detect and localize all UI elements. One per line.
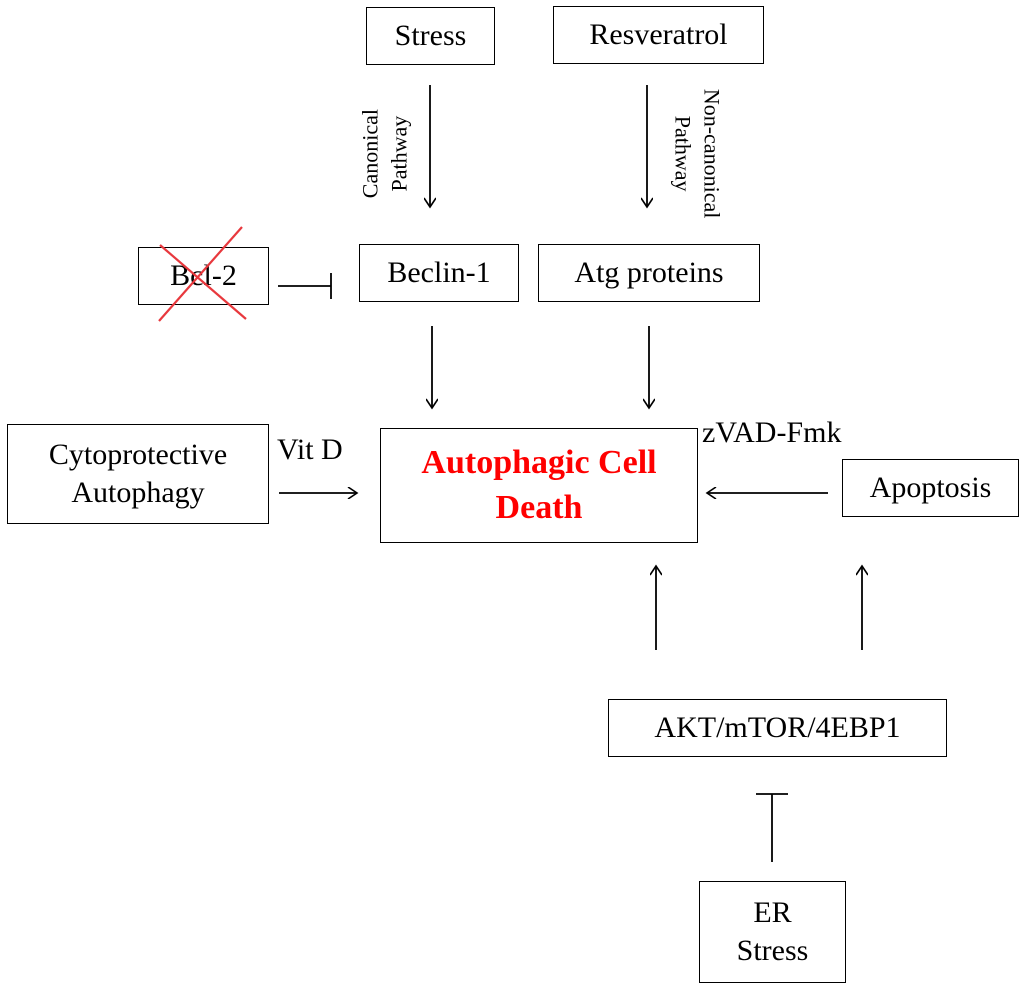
cytoprotective-label-line1: Cytoprotective	[48, 437, 228, 471]
cytoprotective-autophagy-node: Cytoprotective Autophagy	[7, 424, 269, 524]
vit-d-label: Vit D	[277, 433, 343, 466]
akt-mtor-node: AKT/mTOR/4EBP1	[608, 699, 947, 757]
beclin1-label: Beclin-1	[387, 255, 491, 289]
resveratrol-label: Resveratrol	[589, 17, 728, 51]
atg-proteins-label: Atg proteins	[574, 255, 724, 289]
akt-mtor-label: AKT/mTOR/4EBP1	[654, 710, 901, 744]
atg-proteins-node: Atg proteins	[538, 244, 760, 302]
cytoprotective-label-line2: Autophagy	[71, 476, 205, 509]
bcl2-node: Bcl-2	[138, 247, 269, 305]
autophagic-label-line1: Autophagic Cell	[421, 444, 657, 482]
autophagic-label-line2: Death	[495, 488, 583, 526]
er-stress-label-line1: ER	[753, 895, 792, 929]
cross-line-1	[159, 244, 247, 320]
apoptosis-node: Apoptosis	[842, 459, 1019, 517]
beclin1-node: Beclin-1	[359, 244, 519, 302]
autophagic-cell-death-node: Autophagic Cell Death	[380, 428, 698, 543]
er-stress-node: ER Stress	[699, 881, 846, 983]
zvad-fmk-label: zVAD-Fmk	[702, 416, 842, 449]
cross-line-2	[158, 226, 243, 322]
stress-label: Stress	[394, 18, 467, 52]
er-stress-label-line2: Stress	[736, 934, 809, 967]
apoptosis-label: Apoptosis	[869, 470, 992, 504]
resveratrol-node: Resveratrol	[553, 6, 764, 64]
stress-node: Stress	[366, 7, 495, 65]
